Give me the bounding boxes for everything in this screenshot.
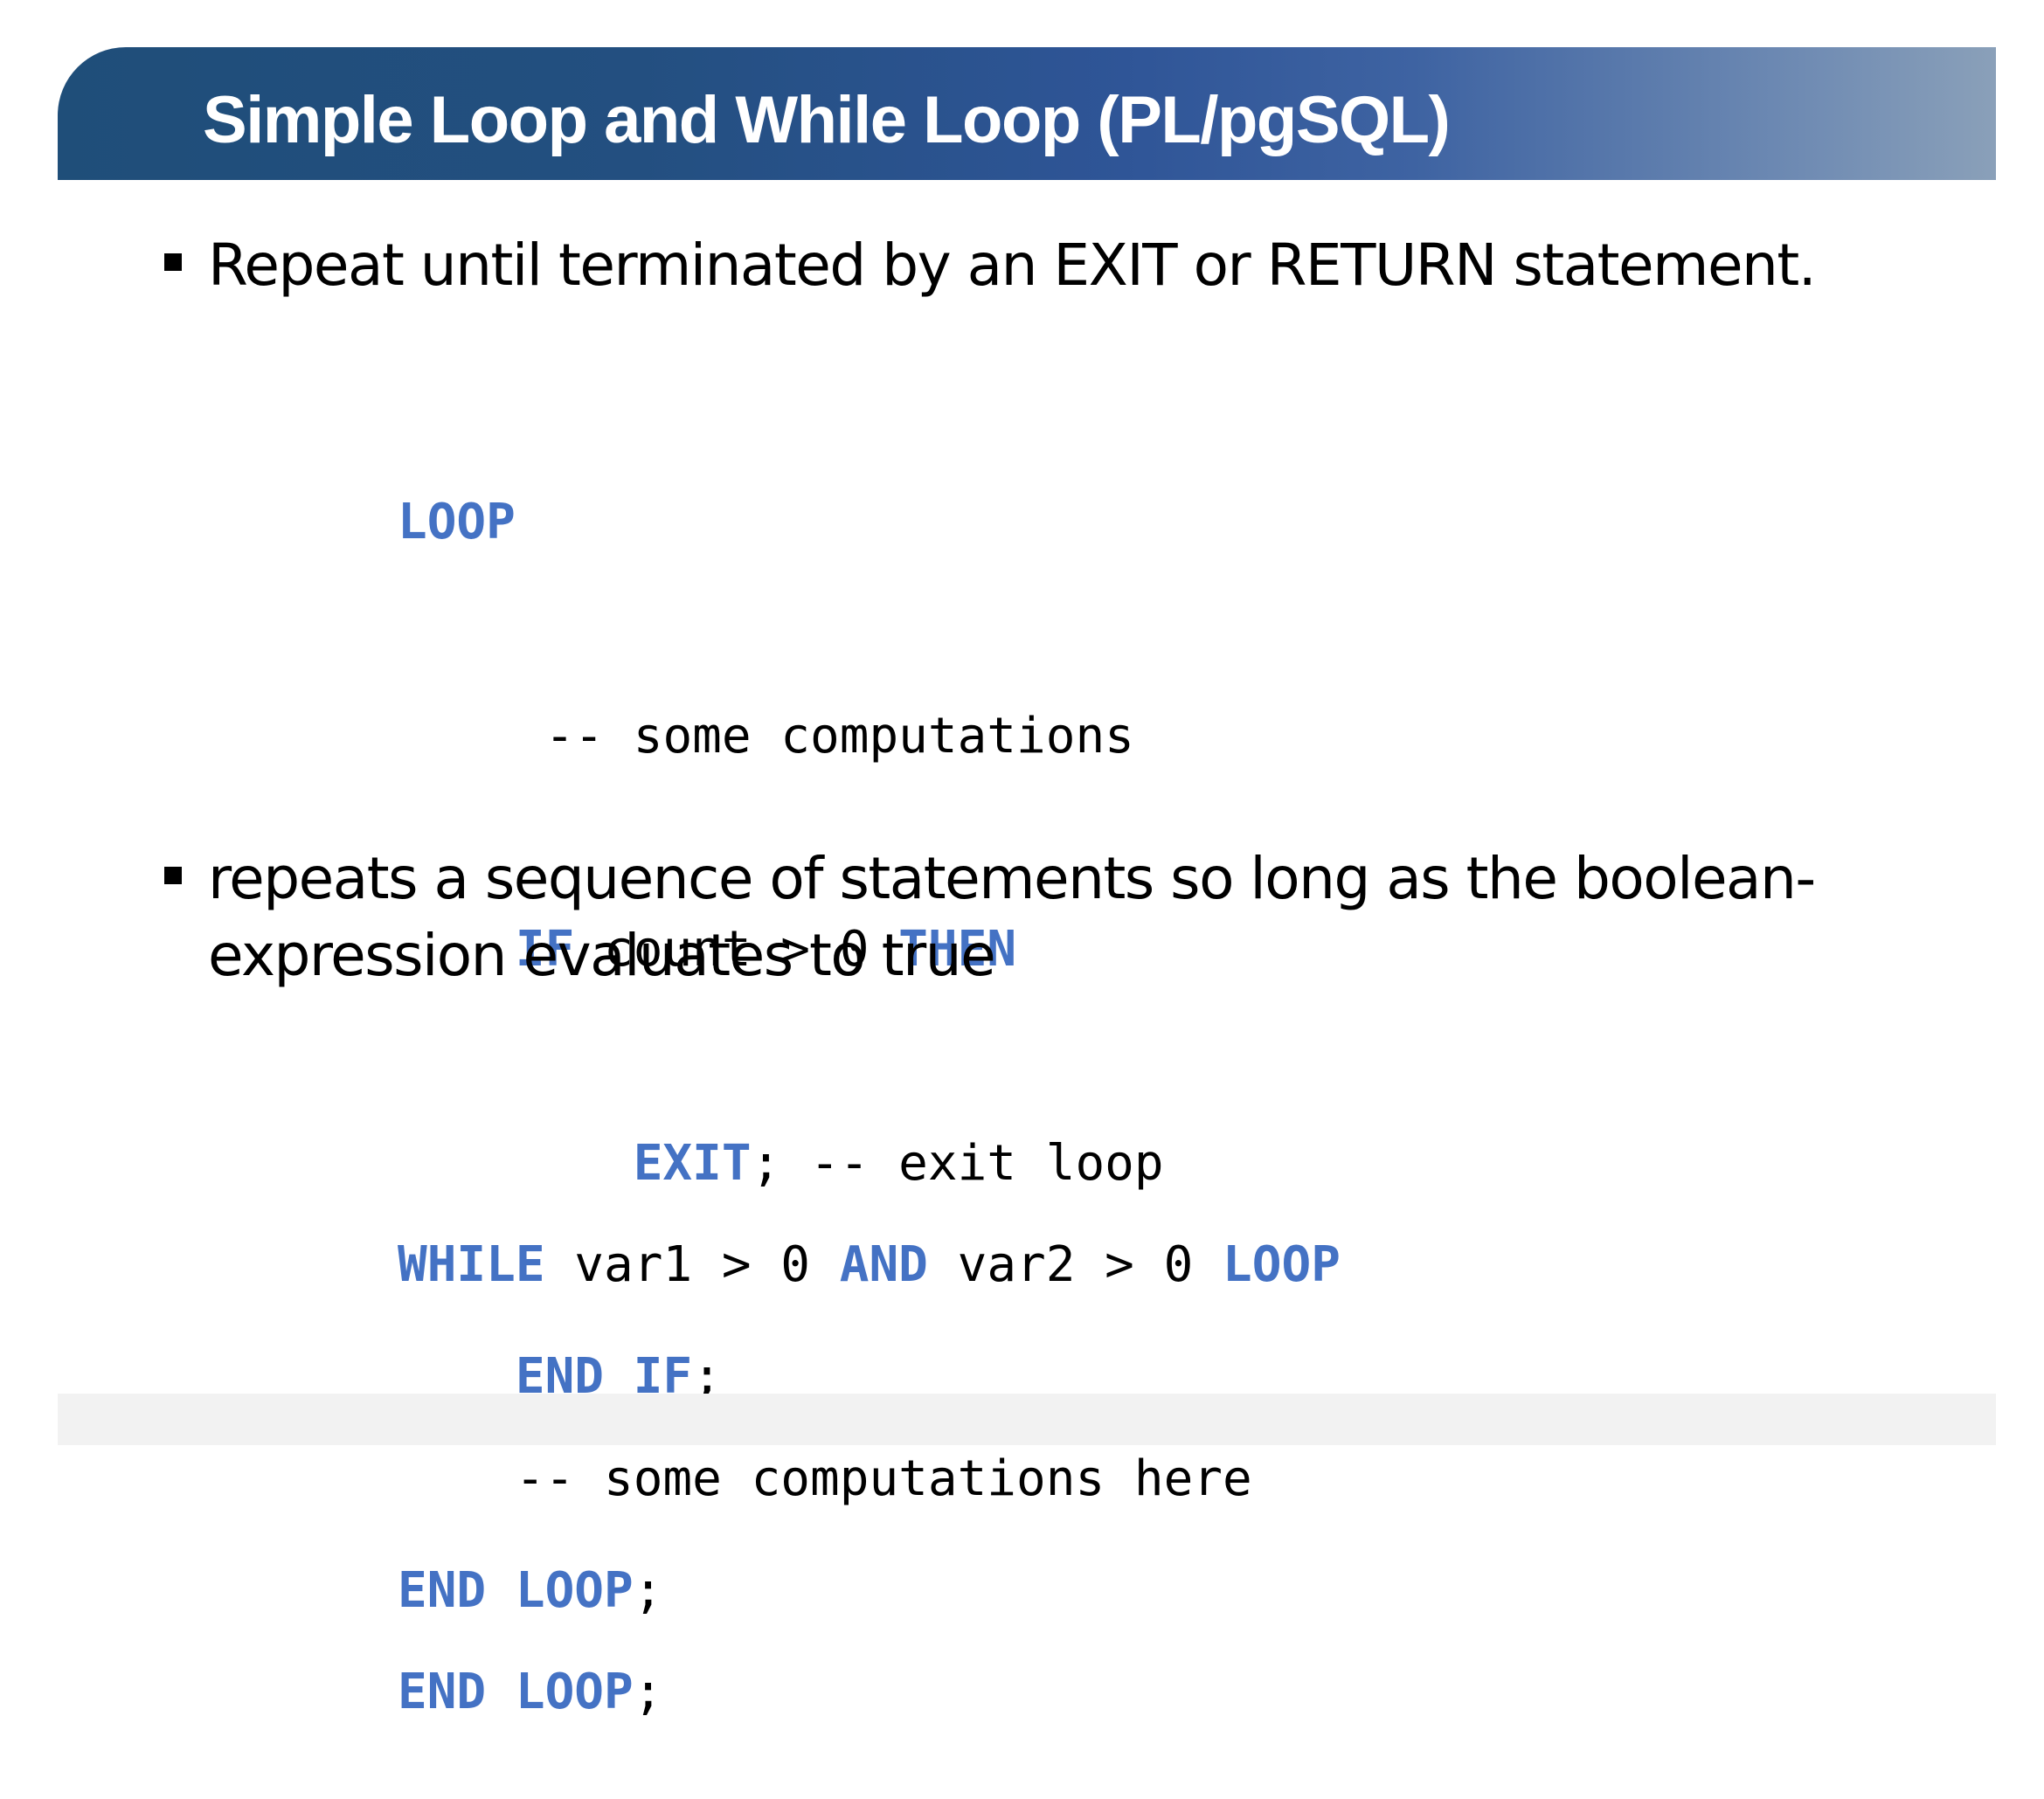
bullet-item-1: Repeat until terminated by an EXIT or RE… <box>164 227 1912 304</box>
code-text: var2 > 0 <box>927 1236 1223 1293</box>
code-block-simple-loop: LOOP -- some computations IF count > 0 T… <box>398 344 1164 1698</box>
code-text: ; <box>633 1664 663 1720</box>
code-keyword: WHILE <box>398 1236 545 1293</box>
code-line: END LOOP; <box>398 1657 1341 1728</box>
bullet-text-2: repeats a sequence of statements so long… <box>208 845 1816 989</box>
footer-bar <box>58 1394 1996 1445</box>
code-line: IF count > 0 THEN <box>398 914 1164 986</box>
slide-title: Simple Loop and While Loop (PL/pgSQL) <box>203 83 1451 157</box>
bullet-item-2: repeats a sequence of statements so long… <box>164 841 1912 994</box>
code-text: var1 > 0 <box>544 1236 840 1293</box>
code-line: WHILE var1 > 0 AND var2 > 0 LOOP <box>398 1229 1341 1301</box>
code-comment: -- some computations here <box>515 1450 1252 1507</box>
square-bullet-icon <box>164 253 182 271</box>
code-text: count > 0 <box>574 921 899 978</box>
square-bullet-icon <box>164 867 182 884</box>
code-line: EXIT; -- exit loop <box>398 1128 1164 1200</box>
code-keyword: THEN <box>898 921 1017 978</box>
code-keyword: AND <box>839 1236 928 1293</box>
code-line: -- some computations here <box>398 1443 1341 1515</box>
code-keyword: EXIT <box>633 1134 752 1192</box>
code-keyword: IF <box>515 921 575 978</box>
code-line: LOOP <box>398 487 1164 558</box>
code-text: ; -- exit loop <box>751 1134 1164 1192</box>
code-keyword: LOOP <box>1223 1236 1341 1293</box>
code-line: -- some computations <box>398 701 1164 772</box>
code-keyword: LOOP <box>398 494 516 550</box>
code-keyword: END LOOP <box>398 1664 634 1720</box>
title-bar: Simple Loop and While Loop (PL/pgSQL) <box>58 47 1996 180</box>
code-comment: -- some computations <box>544 707 1134 765</box>
bullet-text-1: Repeat until terminated by an EXIT or RE… <box>208 232 1817 299</box>
